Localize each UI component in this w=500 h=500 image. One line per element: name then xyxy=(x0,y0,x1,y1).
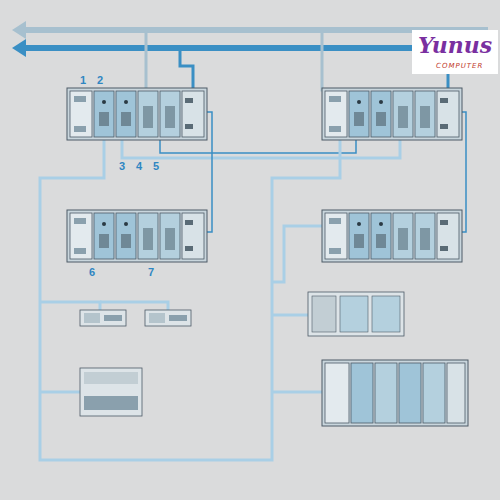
plc-rack xyxy=(322,88,462,140)
plc-rack xyxy=(67,88,207,140)
watermark-panel xyxy=(412,30,498,74)
callout-number: 2 xyxy=(97,74,103,86)
callout-number: 3 xyxy=(119,160,125,172)
compact-plc xyxy=(308,292,404,336)
io-module xyxy=(80,310,126,326)
remote-rack xyxy=(322,210,462,262)
callout-number: 1 xyxy=(80,74,86,86)
callout-number: 5 xyxy=(153,160,159,172)
io-module xyxy=(145,310,191,326)
rack-link xyxy=(122,140,400,158)
callout-number: 4 xyxy=(136,160,142,172)
watermark: Yunus xyxy=(418,33,492,57)
bus-drop xyxy=(146,33,448,90)
callout-number: 7 xyxy=(148,266,154,278)
callout-number: 6 xyxy=(89,266,95,278)
remote-rack xyxy=(67,210,207,262)
large-rack xyxy=(322,360,468,426)
watermark: COMPUTER xyxy=(436,62,483,70)
io-device xyxy=(80,368,142,416)
fieldbus-loop xyxy=(40,140,340,460)
